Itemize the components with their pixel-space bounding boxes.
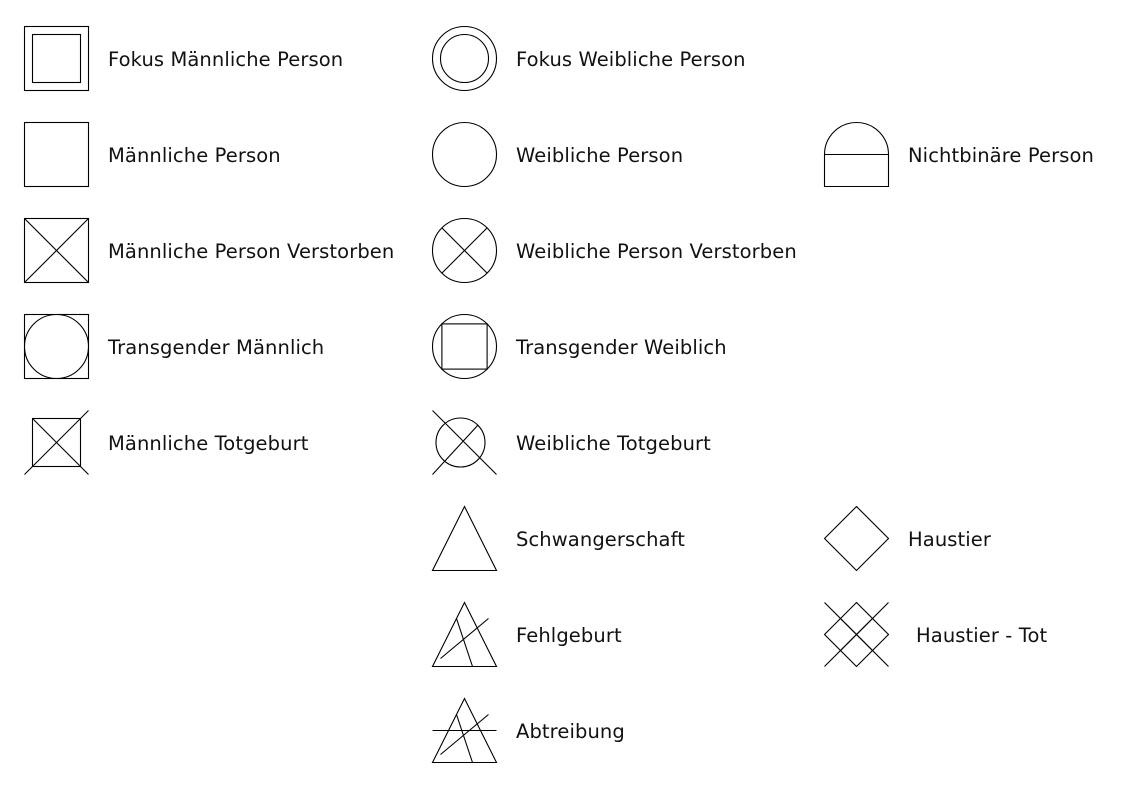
abortion-icon bbox=[431, 697, 498, 764]
miscarriage-icon bbox=[431, 601, 498, 668]
legend-label: Transgender Weiblich bbox=[516, 336, 727, 359]
legend-label: Weibliche Person Verstorben bbox=[516, 240, 797, 263]
male-stillbirth-icon bbox=[24, 410, 89, 475]
legend-label: Haustier - Tot bbox=[916, 624, 1048, 647]
legend-label: Fokus Weibliche Person bbox=[516, 48, 746, 71]
legend-label: Schwangerschaft bbox=[516, 528, 685, 551]
legend-label: Fehlgeburt bbox=[516, 624, 622, 647]
pet-deceased-icon bbox=[823, 601, 890, 668]
female-person-deceased-icon bbox=[431, 217, 498, 284]
legend-label: Männliche Person Verstorben bbox=[108, 240, 395, 263]
male-person-deceased-icon bbox=[23, 217, 90, 284]
legend-label: Männliche Totgeburt bbox=[108, 432, 309, 455]
male-person-icon bbox=[23, 121, 90, 188]
legend-label: Männliche Person bbox=[108, 144, 281, 167]
legend-label: Transgender Männlich bbox=[108, 336, 325, 359]
pet-diamond-icon bbox=[823, 505, 890, 572]
legend-label: Haustier bbox=[908, 528, 992, 551]
focus-female-person-icon bbox=[431, 25, 498, 92]
legend-label: Nichtbinäre Person bbox=[908, 144, 1094, 167]
legend-label: Abtreibung bbox=[516, 720, 625, 743]
pregnancy-triangle-icon bbox=[431, 505, 498, 572]
focus-male-person-icon bbox=[23, 25, 90, 92]
legend-label: Weibliche Totgeburt bbox=[516, 432, 711, 455]
female-person-icon bbox=[431, 121, 498, 188]
legend-label: Fokus Männliche Person bbox=[108, 48, 344, 71]
transgender-male-icon bbox=[23, 313, 90, 380]
nonbinary-person-icon bbox=[823, 121, 890, 188]
legend-label: Weibliche Person bbox=[516, 144, 684, 167]
female-stillbirth-icon bbox=[432, 410, 497, 475]
transgender-female-icon bbox=[431, 313, 498, 380]
